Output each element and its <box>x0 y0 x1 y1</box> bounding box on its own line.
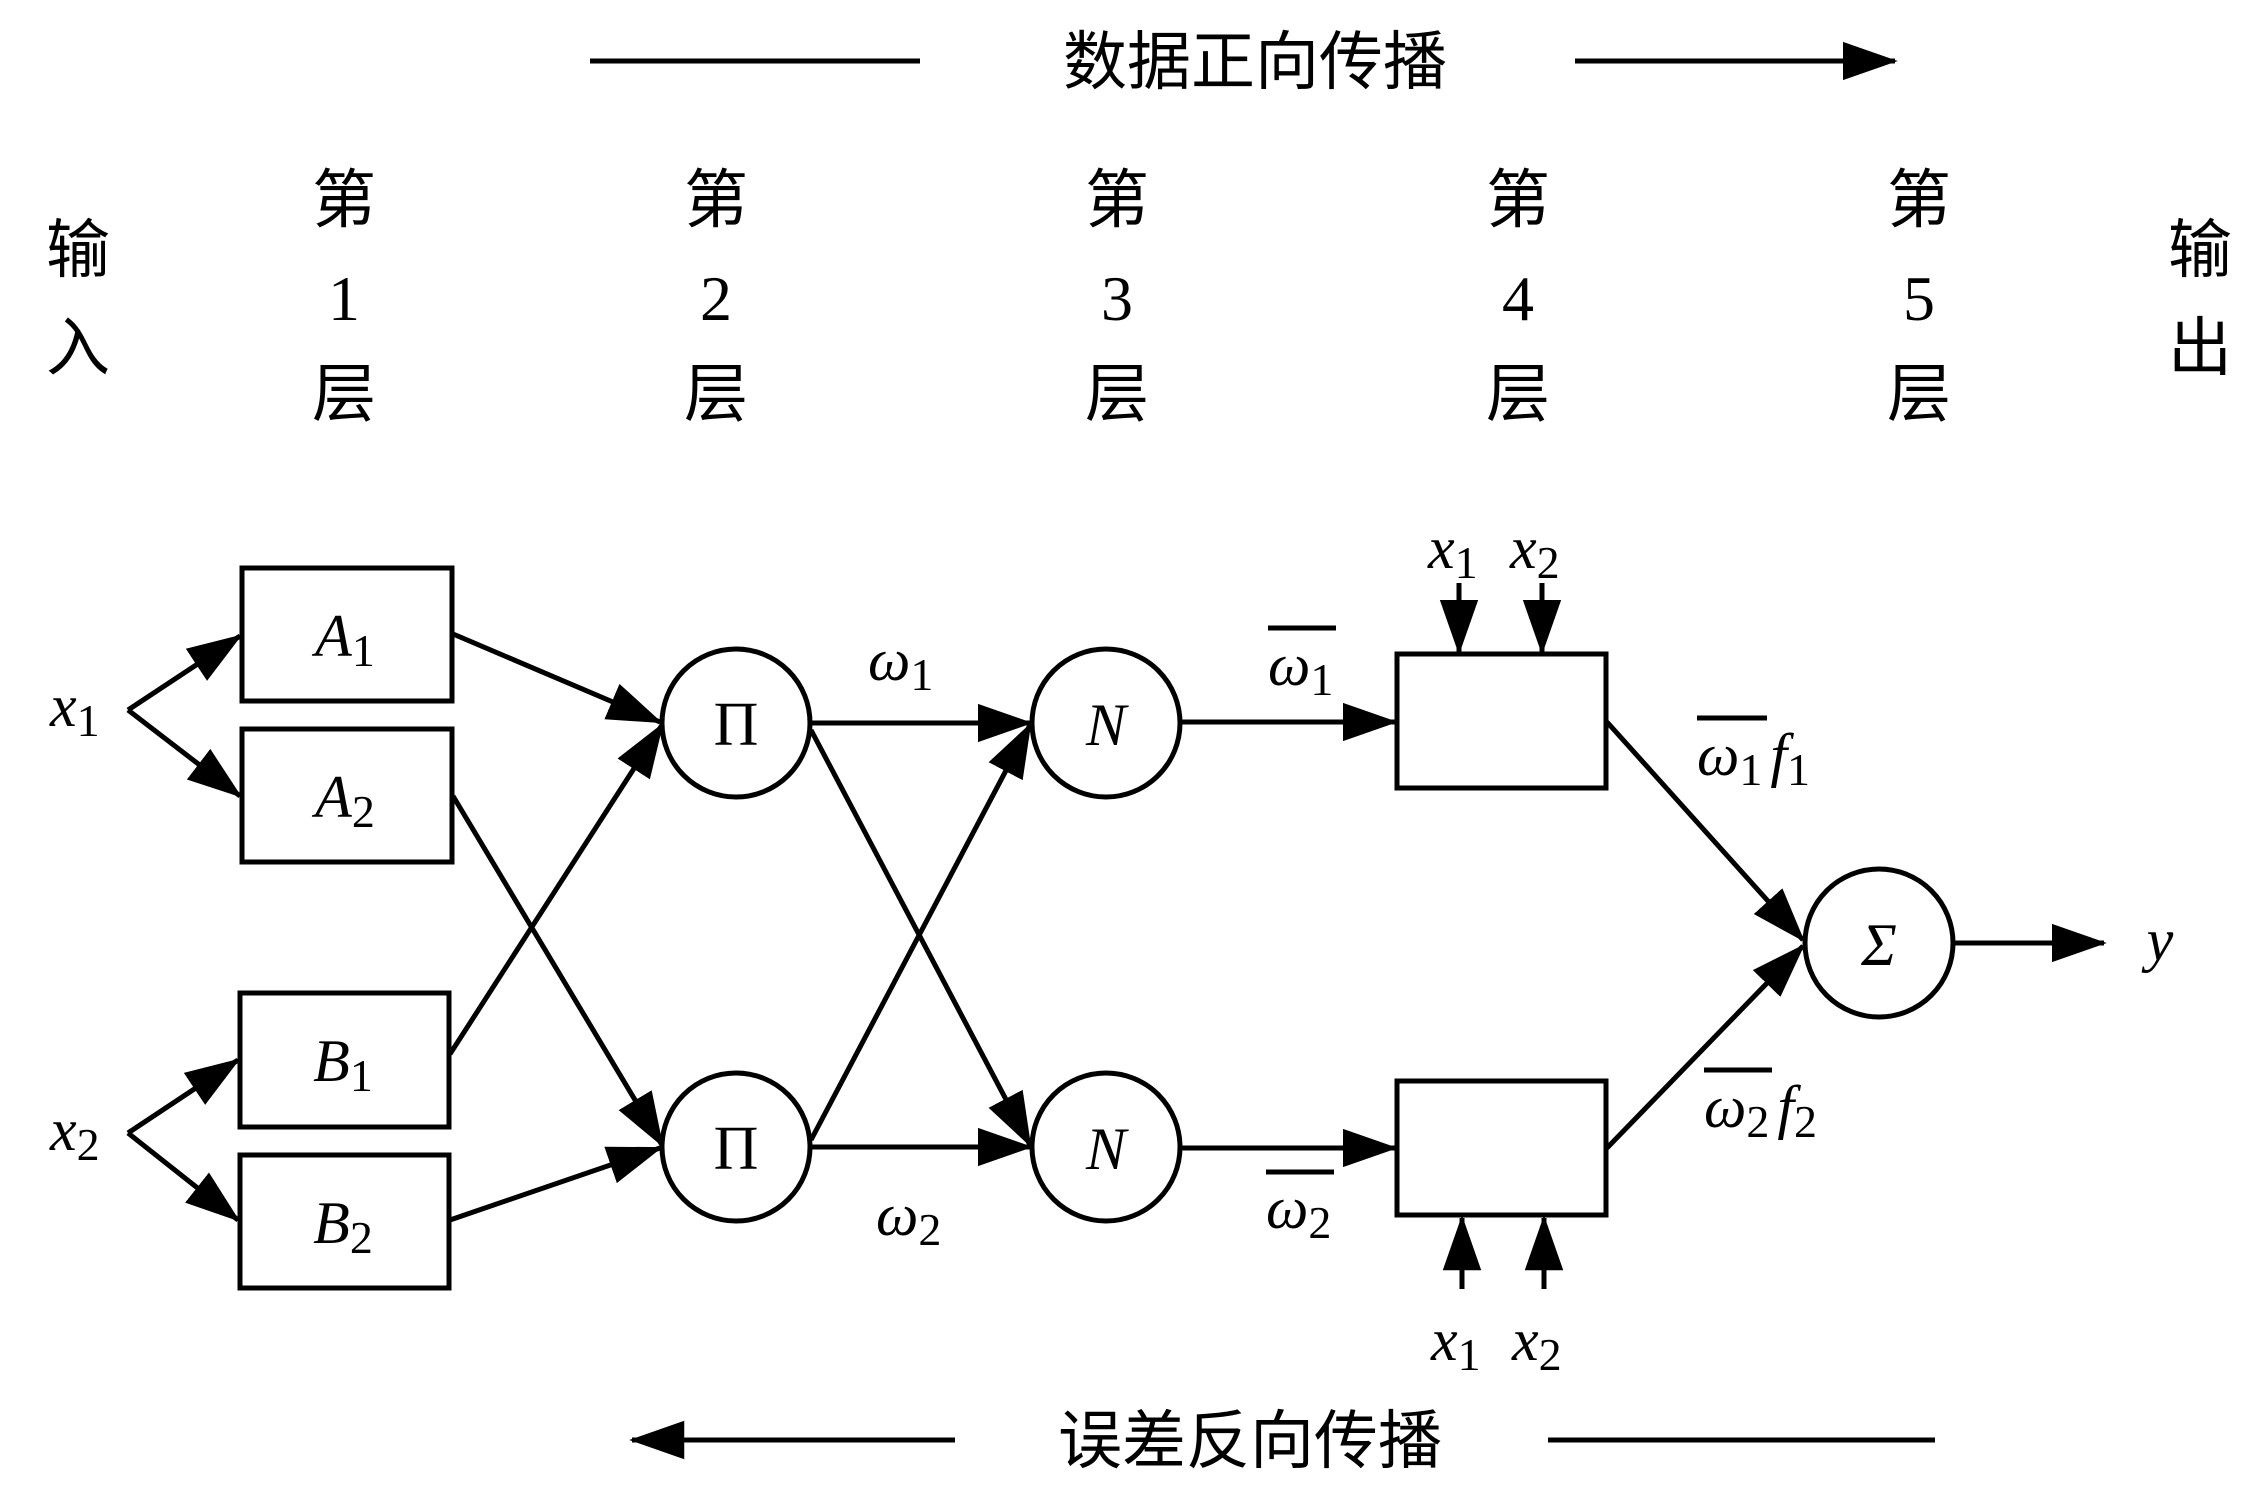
edge-a1-pi1 <box>452 631 663 725</box>
svg-text:B2: B2 <box>313 1190 373 1263</box>
input-x2: x2 <box>49 1097 100 1170</box>
edge-a2-pi2 <box>450 794 665 1148</box>
norm-weight-2: ω2 <box>1266 1169 1334 1248</box>
norm-node-1: N <box>1029 646 1183 800</box>
forward-label: 数据正向传播 <box>1063 26 1447 100</box>
membership-box-a1: A1 <box>239 565 455 704</box>
rule2-input-x2: x2 <box>1511 1307 1562 1380</box>
layer-number: 3 <box>1101 263 1133 334</box>
edge-x2-b1 <box>126 1057 241 1136</box>
layer-label-4: 第 4 层 <box>1486 164 1550 432</box>
layer-number: 2 <box>700 263 732 334</box>
layer-prefix: 第 <box>684 164 748 238</box>
layer-prefix: 第 <box>1085 164 1149 238</box>
layer-labels: 第 1 层 第 2 层 第 3 层 第 4 层 第 5 层 <box>312 164 1951 432</box>
rule1-input-x2: x2 <box>1509 515 1560 588</box>
edge-b2-pi2 <box>449 1145 663 1223</box>
layer-prefix: 第 <box>312 164 376 238</box>
svg-text:N: N <box>1085 692 1129 758</box>
layer-suffix: 层 <box>684 358 748 432</box>
layer-number: 4 <box>1502 263 1534 334</box>
layer-number: 1 <box>328 263 360 334</box>
backward-propagation: 误差反向传播 <box>629 1405 1935 1479</box>
output-char-1: 输 <box>2168 214 2232 288</box>
layer-label-1: 第 1 层 <box>312 164 376 432</box>
rule-box-2 <box>1394 1078 1609 1218</box>
norm-node-2: N <box>1029 1070 1183 1224</box>
layer-suffix: 层 <box>312 358 376 432</box>
output-char-2: 出 <box>2168 312 2232 386</box>
svg-text:N: N <box>1085 1116 1129 1182</box>
edge-b1-pi1 <box>447 722 665 1056</box>
edge-x1-a2 <box>126 708 243 798</box>
norm-weight-1: ω1 <box>1268 625 1336 705</box>
backward-label: 误差反向传播 <box>1058 1405 1442 1479</box>
rule2-input-x1: x1 <box>1430 1307 1481 1380</box>
svg-text:ω2: ω2 <box>1266 1175 1331 1248</box>
edge-rule1-sum <box>1605 720 1805 943</box>
product-node-2: Π <box>659 1070 813 1224</box>
edge-x1-a1 <box>126 633 243 713</box>
weight-w1: ω1 <box>868 627 933 700</box>
rule-box-1 <box>1394 651 1609 791</box>
svg-text:Π: Π <box>714 691 759 759</box>
layer-label-5: 第 5 层 <box>1887 164 1951 432</box>
svg-text:A2: A2 <box>311 764 375 837</box>
edge-rule2-sum <box>1605 944 1805 1150</box>
rule1-input-x1: x1 <box>1427 515 1478 588</box>
layer-prefix: 第 <box>1486 164 1550 238</box>
svg-text:Σ: Σ <box>1860 912 1897 978</box>
forward-propagation: 数据正向传播 <box>590 26 1898 100</box>
membership-box-b1: B1 <box>237 990 452 1130</box>
sum-node: Σ <box>1802 866 1956 1020</box>
layer-suffix: 层 <box>1486 358 1550 432</box>
layer-suffix: 层 <box>1085 358 1149 432</box>
membership-box-a2: A2 <box>239 726 455 865</box>
weight-w2: ω2 <box>876 1182 941 1255</box>
svg-text:Π: Π <box>714 1115 759 1183</box>
layer-suffix: 层 <box>1887 358 1951 432</box>
svg-text:ω1: ω1 <box>1268 632 1333 705</box>
membership-box-b2: B2 <box>237 1152 452 1291</box>
svg-text:A1: A1 <box>311 603 375 676</box>
layer-label-3: 第 3 层 <box>1085 164 1149 432</box>
layer-number: 5 <box>1903 263 1935 334</box>
edge-x2-b2 <box>126 1131 241 1222</box>
input-x1: x1 <box>49 673 100 746</box>
layer-prefix: 第 <box>1887 164 1951 238</box>
output-label: 输 出 <box>2168 214 2232 386</box>
product-node-1: Π <box>659 646 813 800</box>
edge-pi2-n1 <box>808 722 1033 1142</box>
svg-text:B1: B1 <box>313 1028 373 1101</box>
input-char-1: 输 <box>46 214 110 288</box>
output-y: y <box>2141 907 2174 973</box>
input-label: 输 入 <box>46 214 110 386</box>
input-char-2: 入 <box>46 312 110 386</box>
layer-label-2: 第 2 层 <box>684 164 748 432</box>
